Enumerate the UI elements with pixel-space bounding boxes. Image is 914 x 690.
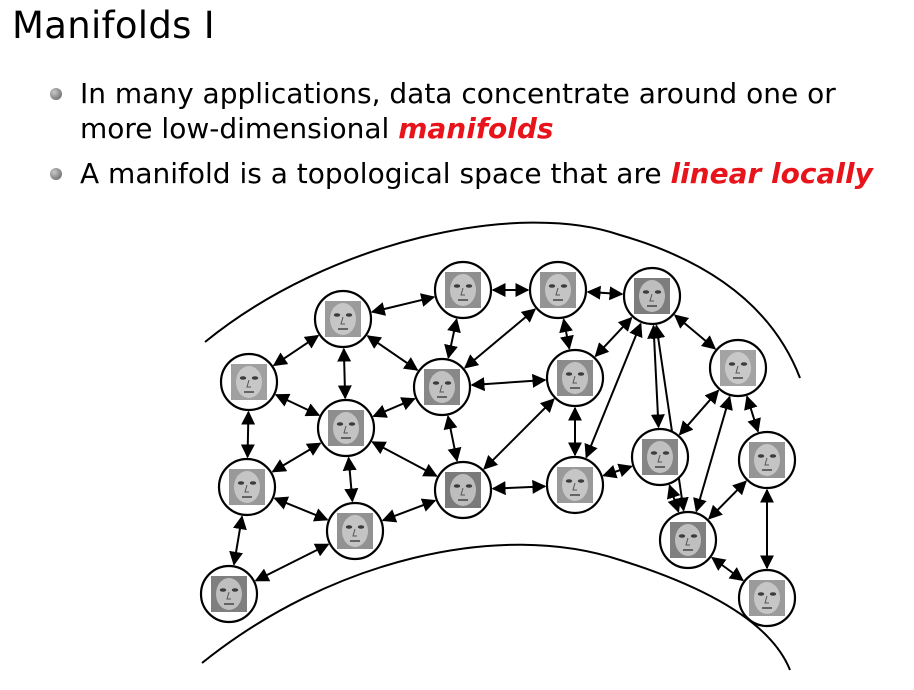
face-node: [622, 266, 682, 326]
manifold-upper-boundary: [204, 221, 801, 379]
face-node: [528, 260, 588, 320]
edge-arrow: [274, 393, 321, 417]
face-node: [313, 289, 373, 349]
face-node: [433, 260, 493, 320]
edge-arrow: [584, 322, 643, 459]
edge-arrow: [693, 395, 733, 513]
edge-arrow: [651, 324, 689, 512]
edge-arrow: [240, 410, 256, 459]
edge-arrow: [678, 389, 720, 436]
bullet-1-emphasis: manifolds: [398, 112, 554, 145]
edge-arrow: [366, 335, 419, 371]
edge-arrow: [443, 415, 462, 462]
bullet-item-1: In many applications, data concentrate a…: [48, 76, 898, 146]
bullet-item-2: A manifold is a topological space that a…: [48, 156, 898, 191]
edge-arrow: [666, 484, 682, 513]
edge-arrow: [559, 318, 574, 350]
edge-arrow: [711, 556, 744, 582]
face-node: [217, 457, 277, 517]
edge-arrow: [483, 398, 555, 470]
slide-title: Manifolds I: [12, 4, 216, 47]
bullet-2-emphasis: linear locally: [670, 157, 873, 190]
face-node: [737, 430, 797, 490]
edge-arrow: [586, 285, 624, 301]
edge-arrow: [254, 543, 330, 582]
edge-arrow: [273, 496, 329, 522]
face-node: [412, 357, 472, 417]
edge-arrow: [337, 347, 352, 400]
edge-arrow: [673, 314, 717, 350]
edge-arrow: [444, 317, 461, 360]
face-node: [737, 568, 797, 628]
edges-layer: [229, 283, 774, 582]
bullet-marker-icon: [50, 168, 62, 180]
face-node: [658, 510, 718, 570]
nodes-layer: [199, 260, 797, 628]
edge-arrow: [372, 397, 416, 418]
face-node: [708, 338, 768, 398]
edge-arrow: [342, 456, 359, 503]
edge-arrow: [470, 373, 547, 392]
face-node: [545, 348, 605, 408]
edge-arrow: [744, 395, 761, 433]
edge-arrow: [381, 498, 437, 523]
bullet-marker-icon: [50, 88, 62, 100]
edge-arrow: [371, 441, 438, 477]
edge-arrow: [602, 463, 633, 479]
edge-arrow: [463, 308, 537, 369]
edge-arrow: [594, 316, 633, 358]
edge-arrow: [272, 334, 320, 367]
face-node: [545, 455, 605, 515]
face-node: [325, 501, 385, 561]
edge-arrow: [708, 480, 747, 520]
edge-arrow: [491, 479, 547, 496]
face-node: [219, 352, 279, 412]
face-node: [316, 398, 376, 458]
edge-arrow: [271, 442, 322, 473]
bullet-list: In many applications, data concentrate a…: [48, 76, 898, 201]
face-node: [630, 427, 690, 487]
edge-arrow: [229, 515, 247, 566]
edge-arrow: [370, 293, 436, 316]
bullet-2-text: A manifold is a topological space that a…: [80, 157, 671, 190]
face-node: [433, 460, 493, 520]
bullet-1-text: In many applications, data concentrate a…: [80, 77, 836, 145]
face-node: [199, 564, 259, 624]
